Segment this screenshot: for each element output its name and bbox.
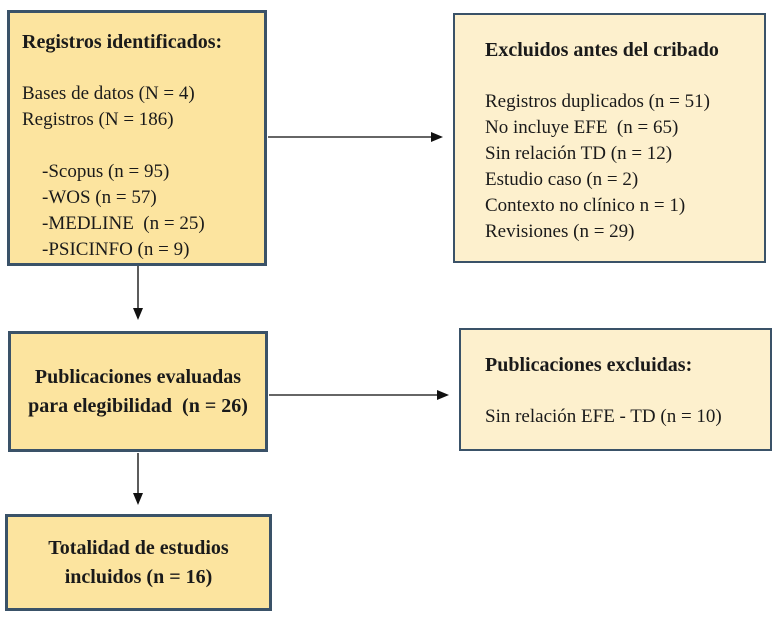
- database-item: -PSICINFO (n = 9): [42, 239, 190, 260]
- box-totalidad-estudios-incluidos: Totalidad de estudios incluidos (n = 16): [5, 514, 272, 611]
- database-breakdown-list: -Scopus (n = 95) -WOS (n = 57) -MEDLINE …: [42, 159, 256, 263]
- database-item: -WOS (n = 57): [42, 187, 157, 208]
- database-item: -MEDLINE (n = 25): [42, 213, 205, 234]
- box-title: Excluidos antes del cribado: [485, 39, 719, 61]
- exclusion-reason: Estudio caso (n = 2): [485, 169, 639, 190]
- exclusion-reason: Registros duplicados (n = 51): [485, 91, 710, 112]
- database-item: -Scopus (n = 95): [42, 161, 170, 182]
- exclusion-reason: Revisiones (n = 29): [485, 221, 635, 242]
- box-title-line: Publicaciones evaluadas: [34, 365, 242, 388]
- box-excluidos-antes-del-cribado: Excluidos antes del cribado Registros du…: [453, 13, 766, 263]
- box-title-line: para elegibilidad (n = 26): [28, 394, 248, 417]
- exclusion-reason: Sin relación EFE - TD (n = 10): [485, 406, 722, 427]
- box-title-line: Totalidad de estudios: [48, 536, 229, 559]
- exclusion-reason: Sin relación TD (n = 12): [485, 143, 673, 164]
- box-publicaciones-evaluadas: Publicaciones evaluadas para elegibilida…: [8, 331, 268, 452]
- exclusion-reason: Contexto no clínico n = 1): [485, 195, 686, 216]
- box-registros-identificados: Registros identificados: Bases de datos …: [7, 10, 267, 266]
- box-title: Publicaciones excluidas:: [485, 354, 693, 376]
- box-title-line: incluidos (n = 16): [64, 565, 213, 588]
- exclusion-reason: No incluye EFE (n = 65): [485, 117, 679, 138]
- identified-line: Registros (N = 186): [22, 109, 174, 130]
- box-title: Registros identificados:: [22, 31, 223, 53]
- identified-line: Bases de datos (N = 4): [22, 83, 195, 104]
- box-publicaciones-excluidas: Publicaciones excluidas: Sin relación EF…: [459, 328, 772, 451]
